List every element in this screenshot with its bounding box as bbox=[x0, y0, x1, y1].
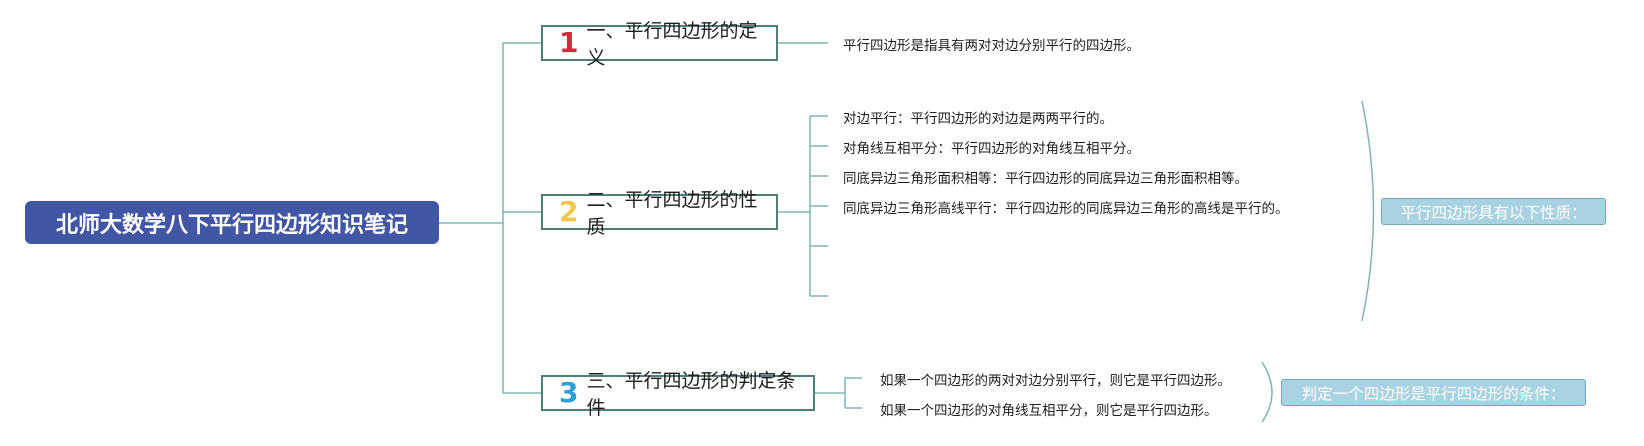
criterion-leaf-1[interactable]: 如果一个四边形的两对对边分别平行，则它是平行四边形。 bbox=[880, 373, 1231, 389]
branch-label-definition: 一、平行四边形的定义 bbox=[586, 20, 758, 69]
criteria-summary-bracket bbox=[1261, 361, 1273, 423]
branch-number-2: 2 bbox=[559, 195, 579, 228]
branch-properties[interactable]: 2 二、平行四边形的性质 bbox=[541, 189, 778, 238]
branch-label-properties: 二、平行四边形的性质 bbox=[586, 189, 758, 238]
criteria-summary-label: 判定一个四边形是平行四边形的条件： bbox=[1301, 384, 1566, 403]
property-leaf-3[interactable]: 同底异边三角形面积相等：平行四边形的同底异边三角形面积相等。 bbox=[843, 171, 1248, 187]
property-leaf-2[interactable]: 对角线互相平分：平行四边形的对角线互相平分。 bbox=[843, 141, 1140, 157]
properties-summary-bracket bbox=[1361, 100, 1375, 322]
properties-summary[interactable]: 平行四边形具有以下性质： bbox=[1381, 198, 1606, 225]
branch-label-criteria: 三、平行四边形的判定条件 bbox=[586, 370, 796, 419]
criteria-summary[interactable]: 判定一个四边形是平行四边形的条件： bbox=[1281, 379, 1586, 406]
branch-number-1: 1 bbox=[559, 26, 579, 59]
branch-definition[interactable]: 1 一、平行四边形的定义 bbox=[541, 20, 778, 69]
root-topic-title: 北师大数学八下平行四边形知识笔记 bbox=[55, 212, 408, 238]
branch-criteria[interactable]: 3 三、平行四边形的判定条件 bbox=[541, 370, 815, 419]
root-topic[interactable]: 北师大数学八下平行四边形知识笔记 bbox=[25, 201, 439, 244]
property-leaf-1[interactable]: 对边平行：平行四边形的对边是两两平行的。 bbox=[843, 111, 1113, 127]
property-leaf-4[interactable]: 同底异边三角形高线平行：平行四边形的同底异边三角形的高线是平行的。 bbox=[843, 201, 1289, 217]
properties-summary-label: 平行四边形具有以下性质： bbox=[1400, 203, 1587, 222]
criterion-leaf-2[interactable]: 如果一个四边形的对角线互相平分，则它是平行四边形。 bbox=[880, 403, 1218, 419]
branch-number-3: 3 bbox=[559, 376, 579, 409]
definition-leaf[interactable]: 平行四边形是指具有两对对边分别平行的四边形。 bbox=[843, 38, 1140, 54]
